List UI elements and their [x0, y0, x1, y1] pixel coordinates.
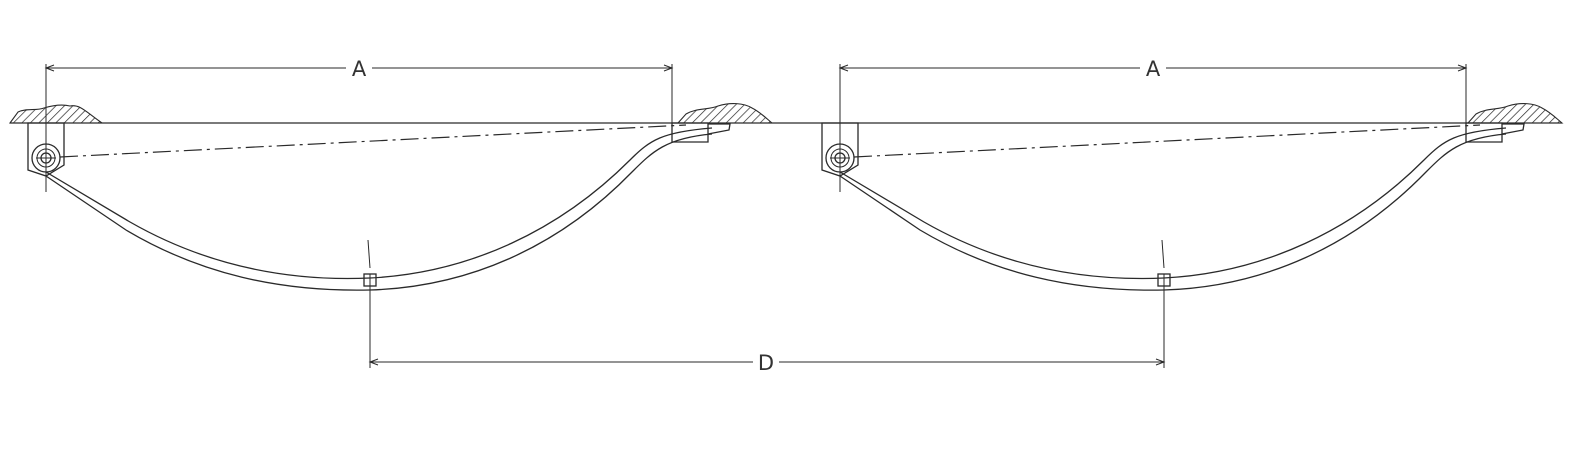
right-span-dimension: A [838, 56, 1468, 81]
left-rear-slipper-bracket [671, 122, 709, 143]
left-span-label: A [352, 57, 367, 81]
left-spring-chord-line [59, 124, 687, 158]
right-spring-leaf-upper [839, 127, 1507, 280]
left-spring-assembly: A [8, 56, 774, 368]
left-spring-leaf-lower [45, 133, 713, 291]
left-span-dimension: A [44, 56, 674, 81]
left-rear-ground-hatch [676, 103, 774, 124]
left-spring-leaf-upper [45, 127, 713, 280]
right-axle-centerline-top [1161, 239, 1165, 269]
right-rear-slipper-pad [1501, 123, 1525, 135]
axle-distance-label: D [758, 351, 774, 375]
right-front-hanger [821, 122, 859, 177]
axle-distance-dimension: D [368, 350, 1166, 375]
right-rear-slipper-bracket [1465, 122, 1503, 143]
left-rear-slipper-pad [707, 123, 731, 135]
left-axle-centerline-top [367, 239, 371, 269]
right-rear-ground-hatch [1466, 103, 1564, 124]
left-front-ground-hatch [8, 104, 104, 124]
right-spring-chord-line [853, 124, 1481, 158]
right-spring-assembly: A [821, 56, 1564, 368]
left-front-hanger [27, 122, 65, 177]
right-spring-leaf-lower [839, 133, 1507, 291]
right-span-label: A [1146, 57, 1161, 81]
